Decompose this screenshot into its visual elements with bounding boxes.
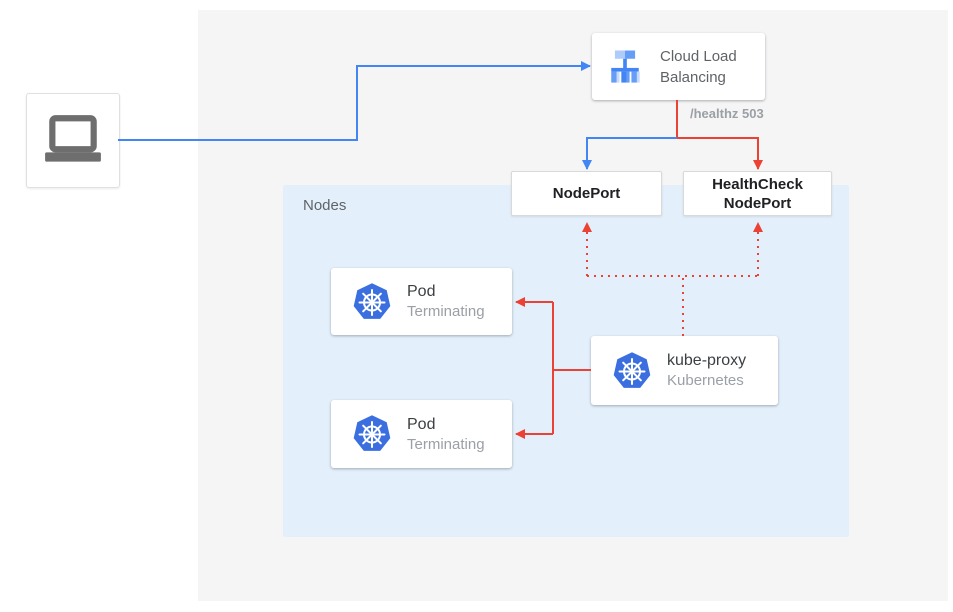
kube-proxy-subtitle: Kubernetes bbox=[667, 372, 744, 389]
healthcheck-nodeport-node: HealthCheck NodePort bbox=[683, 171, 832, 216]
kubernetes-icon bbox=[353, 415, 391, 451]
laptop-icon bbox=[45, 114, 101, 162]
nodes-group-label: Nodes bbox=[303, 197, 347, 214]
nodeport-label: NodePort bbox=[552, 185, 621, 202]
healthcheck-nodeport-label: HealthCheck NodePort bbox=[712, 175, 803, 212]
nodeport-node: NodePort bbox=[511, 171, 662, 216]
cloud-load-balancing-label: Cloud Load Balancing bbox=[660, 47, 737, 86]
pod-title: Pod bbox=[407, 283, 436, 300]
pod-node-1: Pod Terminating bbox=[331, 268, 512, 335]
pod-node-2: Pod Terminating bbox=[331, 400, 512, 468]
pod-status: Terminating bbox=[407, 303, 485, 320]
kube-proxy-node: kube-proxy Kubernetes bbox=[591, 336, 778, 405]
cloud-load-balancing-icon bbox=[611, 50, 640, 83]
kube-proxy-title: kube-proxy bbox=[667, 352, 747, 369]
pod-title: Pod bbox=[407, 415, 436, 433]
cloud-load-balancing-node: Cloud Load Balancing bbox=[592, 33, 765, 100]
pod-status: Terminating bbox=[407, 435, 485, 453]
kubernetes-icon bbox=[353, 282, 391, 319]
kubernetes-icon bbox=[613, 351, 651, 388]
client-node bbox=[26, 93, 120, 188]
healthz-status-annotation: /healthz 503 bbox=[690, 106, 764, 121]
